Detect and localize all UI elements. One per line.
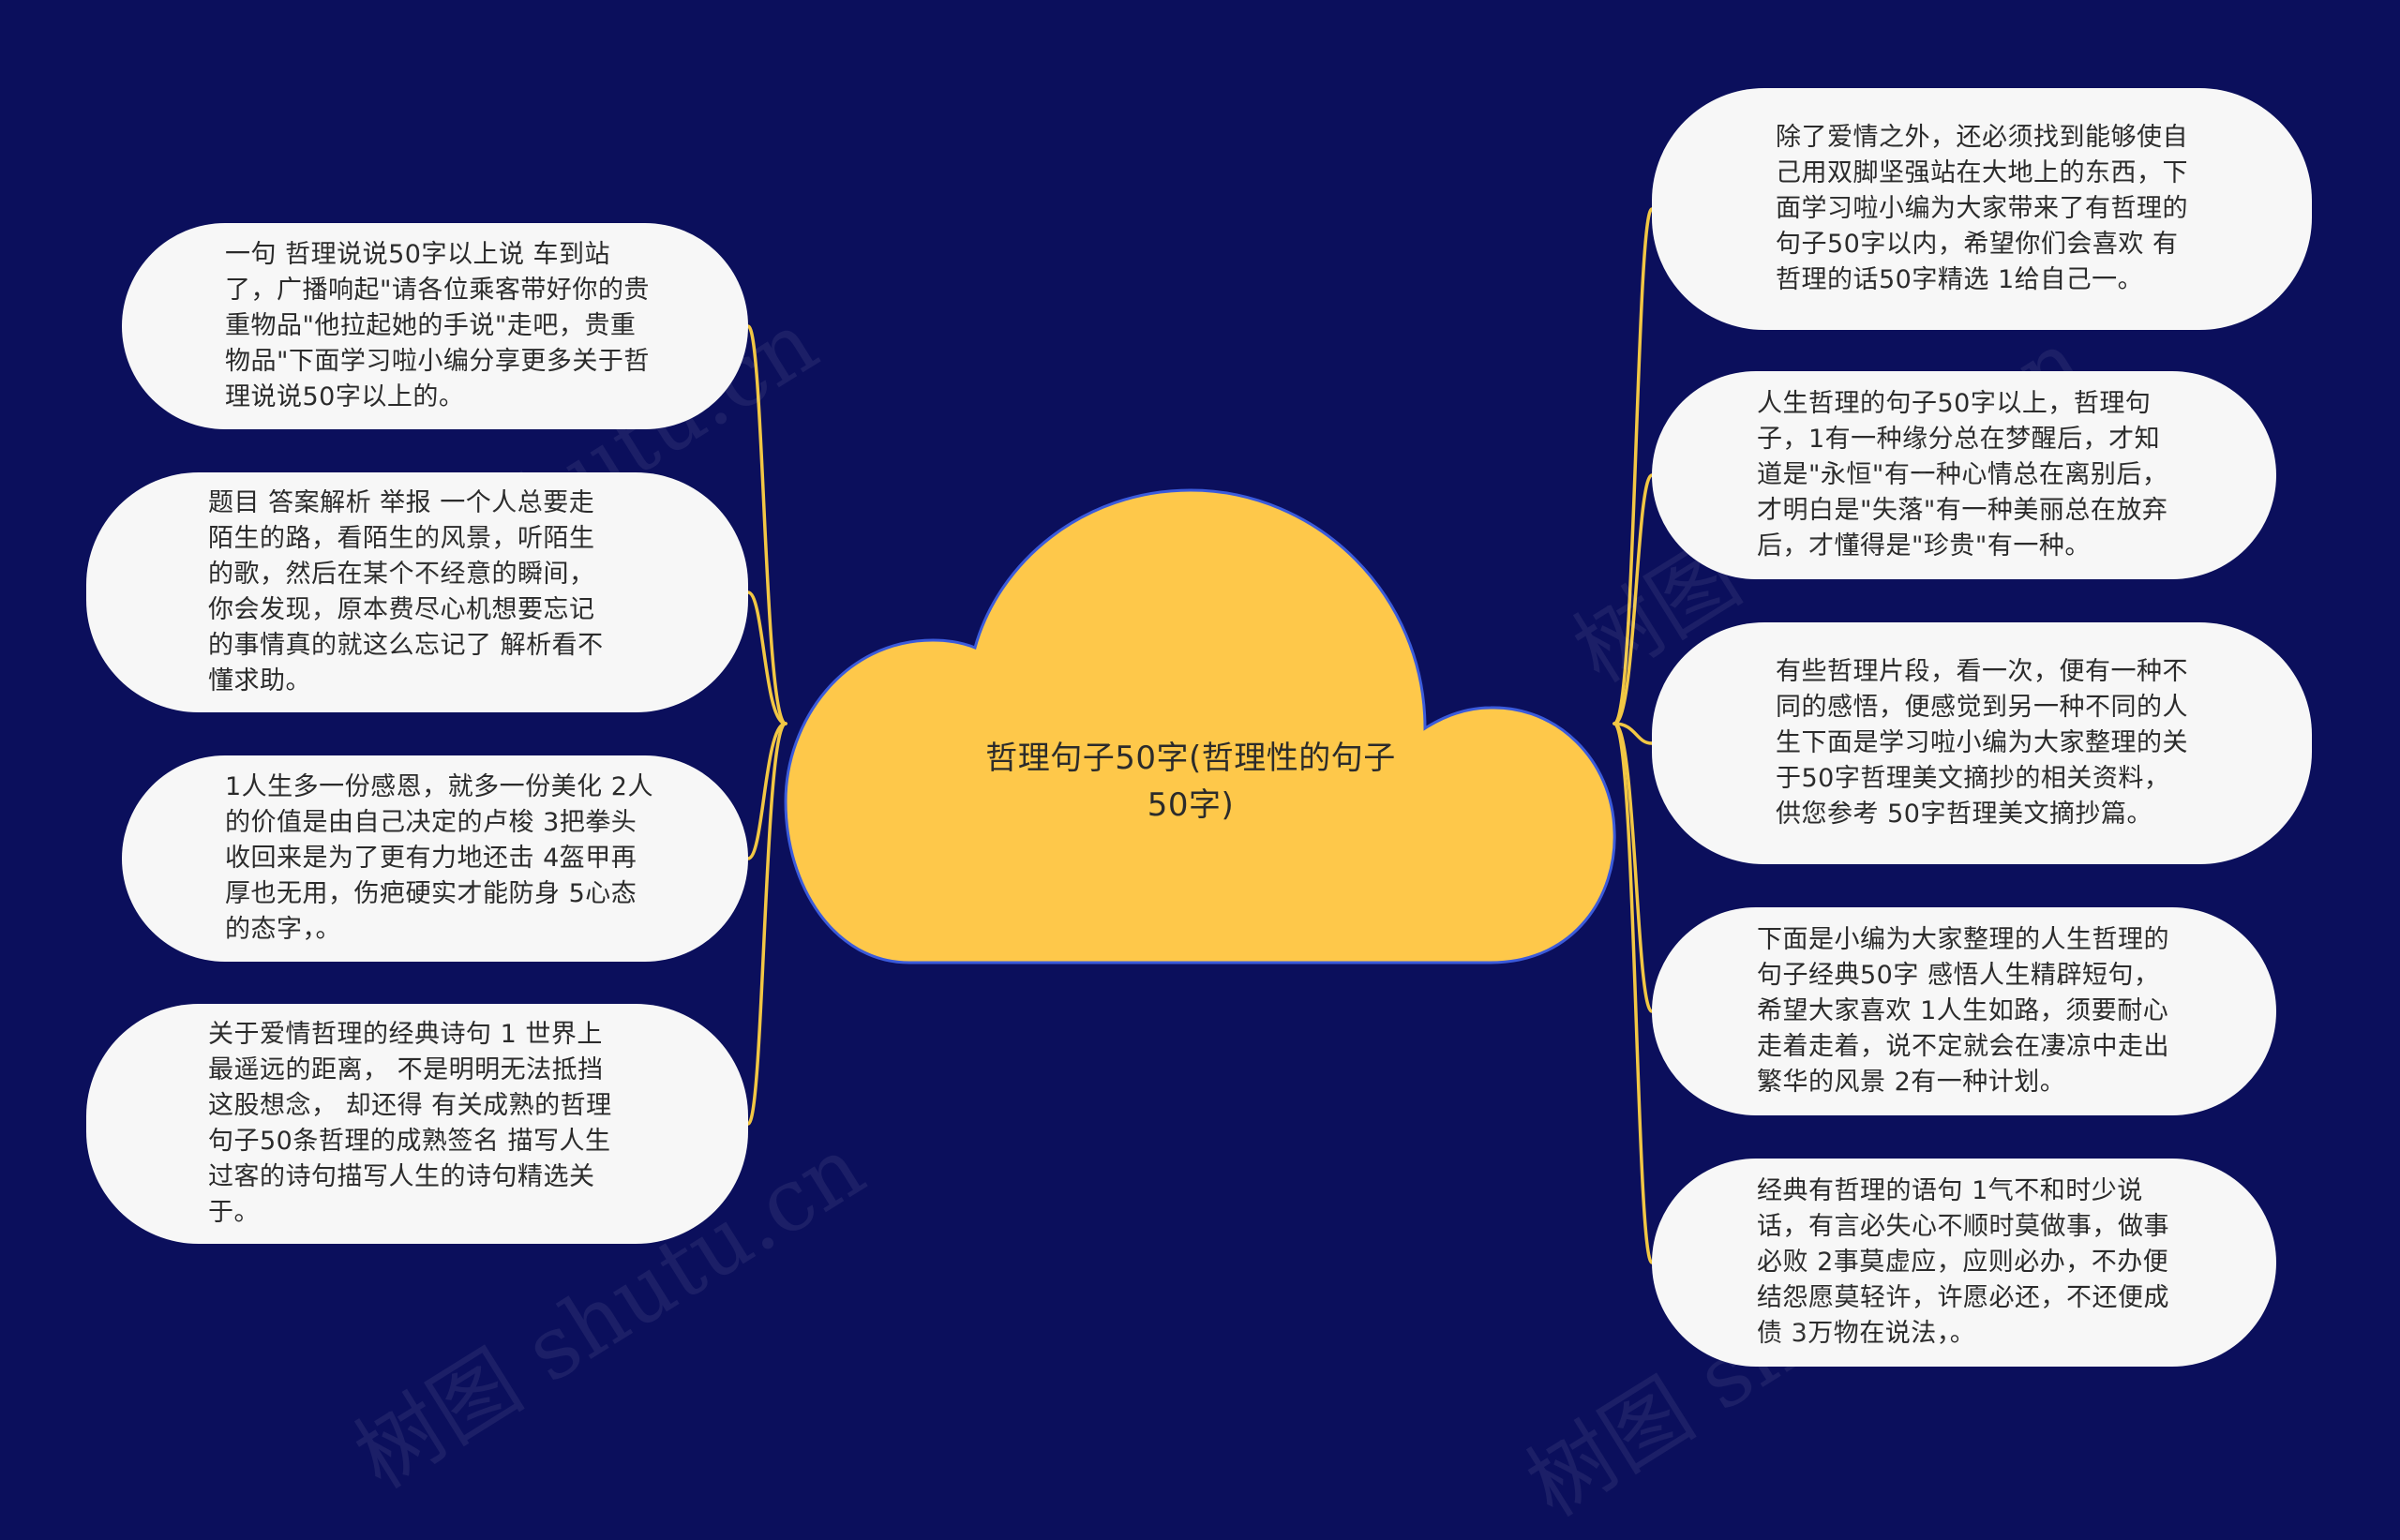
connector-left-1 <box>746 324 788 725</box>
topic-node-right-3[interactable]: 有些哲理片段，看一次，便有一种不同的感悟，便感觉到另一种不同的人生下面是学习啦小… <box>1652 622 2312 864</box>
connector-right-2 <box>1612 473 1654 725</box>
topic-node-right-1[interactable]: 除了爱情之外，还必须找到能够使自己用双脚坚强站在大地上的东西，下面学习啦小编为大… <box>1652 88 2312 330</box>
topic-text: 人生哲理的句子50字以上，哲理句子，1有一种缘分总在梦醒后，才知道是"永恒"有一… <box>1757 389 2168 561</box>
connector-right-5 <box>1612 722 1654 1264</box>
connector-lines <box>746 207 1654 1264</box>
mindmap-canvas: 哲理句子50字(哲理性的句子50字) 一句 哲理说说50字以上说 车到站了，广播… <box>86 88 2312 1536</box>
connector-left-3 <box>746 722 788 860</box>
topic-text: 题目 答案解析 举报 一个人总要走陌生的路，看陌生的风景，听陌生的歌，然后在某个… <box>208 488 604 695</box>
connector-right-1 <box>1612 207 1654 725</box>
topic-text: 经典有哲理的语句 1气不和时少说话，有言必失心不顺时莫做事，做事必败 2事莫虚应… <box>1757 1176 2169 1348</box>
topic-text: 除了爱情之外，还必须找到能够使自己用双脚坚强站在大地上的东西，下面学习啦小编为大… <box>1776 123 2188 294</box>
center-cloud-node[interactable] <box>778 483 1620 965</box>
center-title: 哲理句子50字(哲理性的句子50字) <box>985 740 1396 824</box>
topic-node-right-2[interactable]: 人生哲理的句子50字以上，哲理句子，1有一种缘分总在梦醒后，才知道是"永恒"有一… <box>1652 371 2276 579</box>
topic-node-left-4[interactable]: 关于爱情哲理的经典诗句 1 世界上最遥远的距离， 不是明明无法抵挡这股想念， 却… <box>86 1004 748 1244</box>
cloud-shape <box>784 488 1616 964</box>
topic-node-left-2[interactable]: 题目 答案解析 举报 一个人总要走陌生的路，看陌生的风景，听陌生的歌，然后在某个… <box>86 472 748 712</box>
topic-node-left-1[interactable]: 一句 哲理说说50字以上说 车到站了，广播响起"请各位乘客带好你的贵重物品"他拉… <box>122 223 748 429</box>
topic-text: 有些哲理片段，看一次，便有一种不同的感悟，便感觉到另一种不同的人生下面是学习啦小… <box>1776 657 2188 829</box>
topic-node-right-4[interactable]: 下面是小编为大家整理的人生哲理的句子经典50字 感悟人生精辟短句，希望大家喜欢 … <box>1652 907 2276 1115</box>
connector-left-2 <box>746 591 788 725</box>
connector-right-3 <box>1612 722 1654 745</box>
topic-node-right-5[interactable]: 经典有哲理的语句 1气不和时少说话，有言必失心不顺时莫做事，做事必败 2事莫虚应… <box>1652 1159 2276 1367</box>
connector-left-4 <box>746 722 788 1126</box>
topic-node-left-3[interactable]: 1人生多一份感恩，就多一份美化 2人的价值是由自己决定的卢梭 3把拳头收回来是为… <box>122 755 748 962</box>
topic-text: 一句 哲理说说50字以上说 车到站了，广播响起"请各位乘客带好你的贵重物品"他拉… <box>225 240 650 411</box>
topic-text: 关于爱情哲理的经典诗句 1 世界上最遥远的距离， 不是明明无法抵挡这股想念， 却… <box>208 1020 612 1227</box>
topic-text: 1人生多一份感恩，就多一份美化 2人的价值是由自己决定的卢梭 3把拳头收回来是为… <box>225 772 653 944</box>
connector-right-4 <box>1612 722 1654 1013</box>
topic-text: 下面是小编为大家整理的人生哲理的句子经典50字 感悟人生精辟短句，希望大家喜欢 … <box>1757 925 2169 1097</box>
